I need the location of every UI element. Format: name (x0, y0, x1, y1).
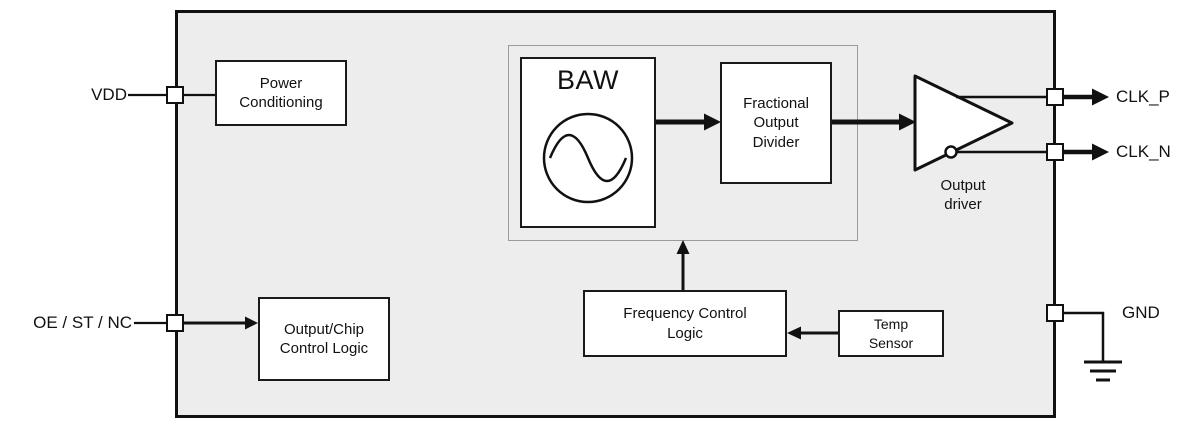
output-chip-control-logic-block: Output/Chip Control Logic (258, 297, 390, 381)
clk-p-label: CLK_P (1116, 87, 1170, 106)
gnd-pin (1046, 304, 1064, 322)
power-conditioning-block: Power Conditioning (215, 60, 347, 126)
oe-st-nc-pin (166, 314, 184, 332)
gnd-label: GND (1122, 303, 1160, 322)
gnd-wire (1064, 311, 1105, 362)
oe-st-nc-label: OE / ST / NC (33, 313, 132, 332)
fractional-output-divider-block: Fractional Output Divider (720, 62, 832, 184)
vdd-pin (166, 86, 184, 104)
vdd-label: VDD (91, 85, 127, 104)
baw-resonator-block: BAW (520, 57, 656, 228)
frequency-control-logic-block: Frequency Control Logic (583, 290, 787, 357)
clk-p-pin (1046, 88, 1064, 106)
ground-symbol-icon (1084, 360, 1122, 382)
output-driver-label: Output driver (940, 177, 986, 213)
clk-n-pin (1046, 143, 1064, 161)
temp-sensor-block: Temp Sensor (838, 310, 944, 357)
clk-n-label: CLK_N (1116, 142, 1171, 161)
